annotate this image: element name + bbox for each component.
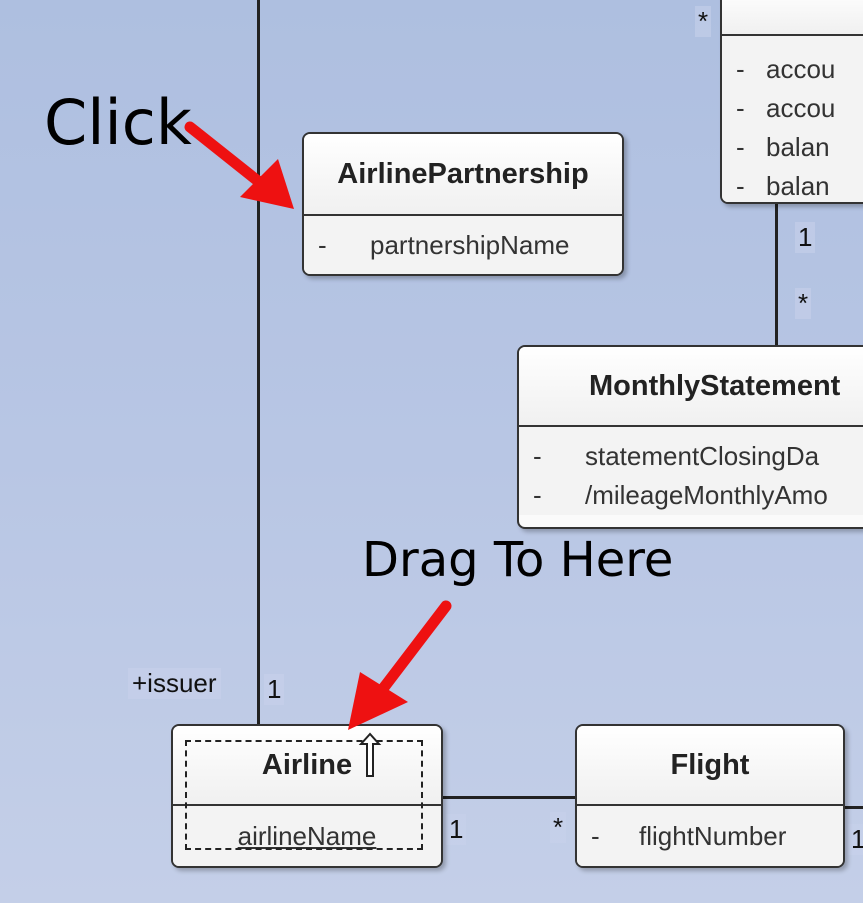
- drag-drop-outline: [185, 740, 423, 850]
- multiplicity-flight-star: *: [550, 812, 567, 843]
- attribute-row[interactable]: -/mileageMonthlyAmo: [533, 480, 828, 510]
- association-line-account-statement: [775, 200, 778, 348]
- class-box-account[interactable]: -accou -accou -balan -balan: [720, 0, 863, 204]
- class-box-flight[interactable]: Flight -flightNumber: [575, 724, 845, 868]
- attribute-name: partnershipName: [370, 229, 570, 260]
- class-attributes: -flightNumber: [577, 806, 843, 866]
- role-issuer: +issuer: [128, 668, 221, 699]
- attribute-name: balan: [766, 171, 830, 201]
- class-attributes: -partnershipName: [304, 216, 622, 274]
- multiplicity-flight-one: 1: [848, 824, 863, 855]
- attribute-name: accou: [766, 54, 836, 84]
- attribute-row[interactable]: -accou: [736, 93, 836, 123]
- attribute-name: balan: [766, 132, 830, 162]
- attribute-name: /mileageMonthlyAmo: [585, 480, 828, 510]
- multiplicity-top-star: *: [695, 6, 712, 37]
- multiplicity-issuer-one: 1: [264, 674, 285, 705]
- attribute-row[interactable]: -statementClosingDa: [533, 441, 820, 471]
- class-name: MonthlyStatement: [519, 347, 863, 427]
- multiplicity-account-one: 1: [795, 222, 816, 253]
- attribute-row[interactable]: -flightNumber: [591, 820, 787, 851]
- annotation-click: Click: [44, 86, 192, 159]
- attribute-row[interactable]: -balan: [736, 132, 830, 162]
- class-box-airline[interactable]: Airline airlineName: [171, 724, 443, 868]
- arrow-drag-icon: [348, 600, 452, 730]
- class-name: Flight: [577, 726, 843, 806]
- association-line-flight-right: [841, 806, 863, 809]
- multiplicity-statement-star: *: [795, 288, 812, 319]
- class-attributes: airlineName: [173, 806, 441, 866]
- association-line-vertical-left: [257, 0, 260, 728]
- attribute-name: flightNumber: [639, 820, 787, 851]
- attribute-row[interactable]: -balan: [736, 171, 830, 201]
- attribute-row[interactable]: -partnershipName: [318, 229, 570, 260]
- attribute-name: statementClosingDa: [585, 441, 820, 471]
- multiplicity-airline-one: 1: [446, 814, 467, 845]
- class-attributes: -statementClosingDa -/mileageMonthlyAmo: [519, 427, 863, 515]
- class-header: [722, 0, 863, 36]
- class-attributes: -accou -accou -balan -balan: [722, 36, 863, 202]
- class-name: Airline: [173, 726, 441, 806]
- arrow-click-icon: [184, 121, 294, 209]
- class-box-monthly-statement[interactable]: MonthlyStatement -statementClosingDa -/m…: [517, 345, 863, 529]
- annotation-drag-to-here: Drag To Here: [362, 532, 674, 588]
- attribute-name: accou: [766, 93, 836, 123]
- class-name: AirlinePartnership: [304, 134, 622, 216]
- association-line-airline-flight: [440, 796, 577, 799]
- drag-cursor-icon: [358, 732, 382, 777]
- attribute-row[interactable]: -accou: [736, 54, 836, 84]
- attribute-name: airlineName: [237, 820, 377, 851]
- class-box-airline-partnership[interactable]: AirlinePartnership -partnershipName: [302, 132, 624, 276]
- attribute-row[interactable]: airlineName: [238, 817, 377, 856]
